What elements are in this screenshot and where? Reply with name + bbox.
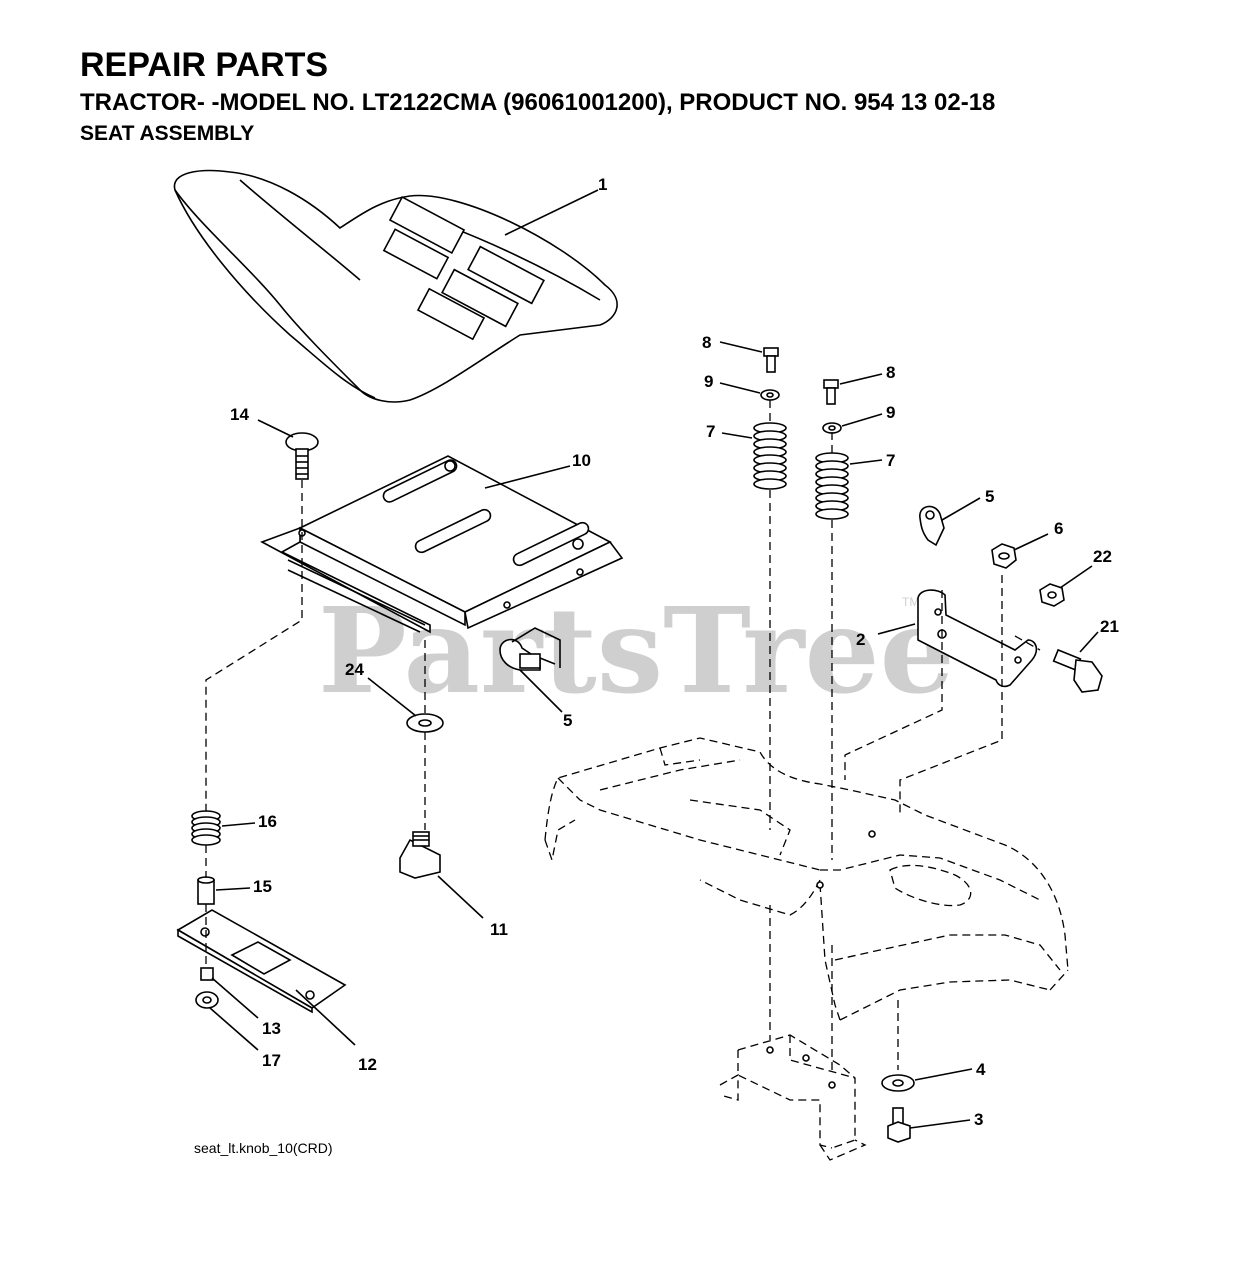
callout-5-left: 5	[563, 711, 572, 730]
shoulder-bolt-part[interactable]	[1052, 648, 1103, 693]
switch-bracket-part[interactable]	[917, 589, 1038, 688]
callout-6: 6	[1054, 519, 1063, 538]
callout-7-left: 7	[706, 422, 715, 441]
page-title: REPAIR PARTS	[80, 46, 329, 84]
callout-3: 3	[974, 1110, 983, 1129]
lower-mount-bracket	[719, 1034, 867, 1161]
spring-part-7-left[interactable]	[753, 422, 787, 490]
washer-part-17[interactable]	[195, 991, 219, 1009]
carriage-bolt-part[interactable]	[285, 432, 319, 480]
seat-switch-part-right[interactable]	[919, 505, 945, 547]
watermark-text: PartsTree	[318, 581, 955, 720]
seat-switch-part-left[interactable]	[499, 627, 561, 671]
callout-11: 11	[490, 920, 508, 939]
callout-17: 17	[262, 1051, 281, 1070]
callout-9-right: 9	[886, 403, 895, 422]
seat-slide-bracket-part[interactable]	[176, 909, 347, 1014]
flat-washer-part-24[interactable]	[406, 713, 444, 733]
callout-7-right: 7	[886, 451, 895, 470]
compression-spring-part-16[interactable]	[191, 810, 221, 846]
bolt-part-8-right[interactable]	[823, 379, 839, 405]
callout-13: 13	[262, 1019, 281, 1038]
drawing-filename: seat_lt.knob_10(CRD)	[194, 1140, 333, 1156]
hex-nut-part-6[interactable]	[991, 543, 1017, 569]
callout-24: 24	[345, 660, 364, 679]
washer-part-9-right[interactable]	[822, 422, 842, 434]
callout-1: 1	[598, 175, 607, 194]
adjustment-knob-part[interactable]	[399, 831, 441, 879]
callout-14: 14	[230, 405, 249, 424]
seat-pan-part[interactable]	[260, 455, 624, 634]
seat-part[interactable]	[173, 169, 618, 403]
spring-part-7-right[interactable]	[815, 452, 849, 520]
callout-9-left: 9	[704, 372, 713, 391]
callout-22: 22	[1093, 547, 1112, 566]
nut-part-22[interactable]	[1039, 583, 1065, 607]
callout-2: 2	[856, 630, 865, 649]
callout-10: 10	[572, 451, 591, 470]
nut-part-13[interactable]	[200, 967, 214, 981]
fender-deck-outline	[544, 737, 1069, 1021]
callout-15: 15	[253, 877, 272, 896]
callout-21: 21	[1100, 617, 1119, 636]
washer-part-9-left[interactable]	[760, 389, 780, 401]
callout-8-left: 8	[702, 333, 711, 352]
callout-16: 16	[258, 812, 277, 831]
watermark-tm: TM	[902, 595, 919, 609]
callout-8-right: 8	[886, 363, 895, 382]
spacer-part[interactable]	[197, 876, 215, 905]
flat-washer-part-4[interactable]	[881, 1074, 915, 1092]
callout-12: 12	[358, 1055, 377, 1074]
section-title: SEAT ASSEMBLY	[80, 122, 255, 145]
callout-5-right: 5	[985, 487, 994, 506]
bolt-part-8-left[interactable]	[763, 347, 779, 373]
model-subtitle: TRACTOR- -MODEL NO. LT2122CMA (960610012…	[80, 89, 996, 116]
callout-4: 4	[976, 1060, 986, 1079]
hex-bolt-part-3[interactable]	[887, 1107, 911, 1143]
